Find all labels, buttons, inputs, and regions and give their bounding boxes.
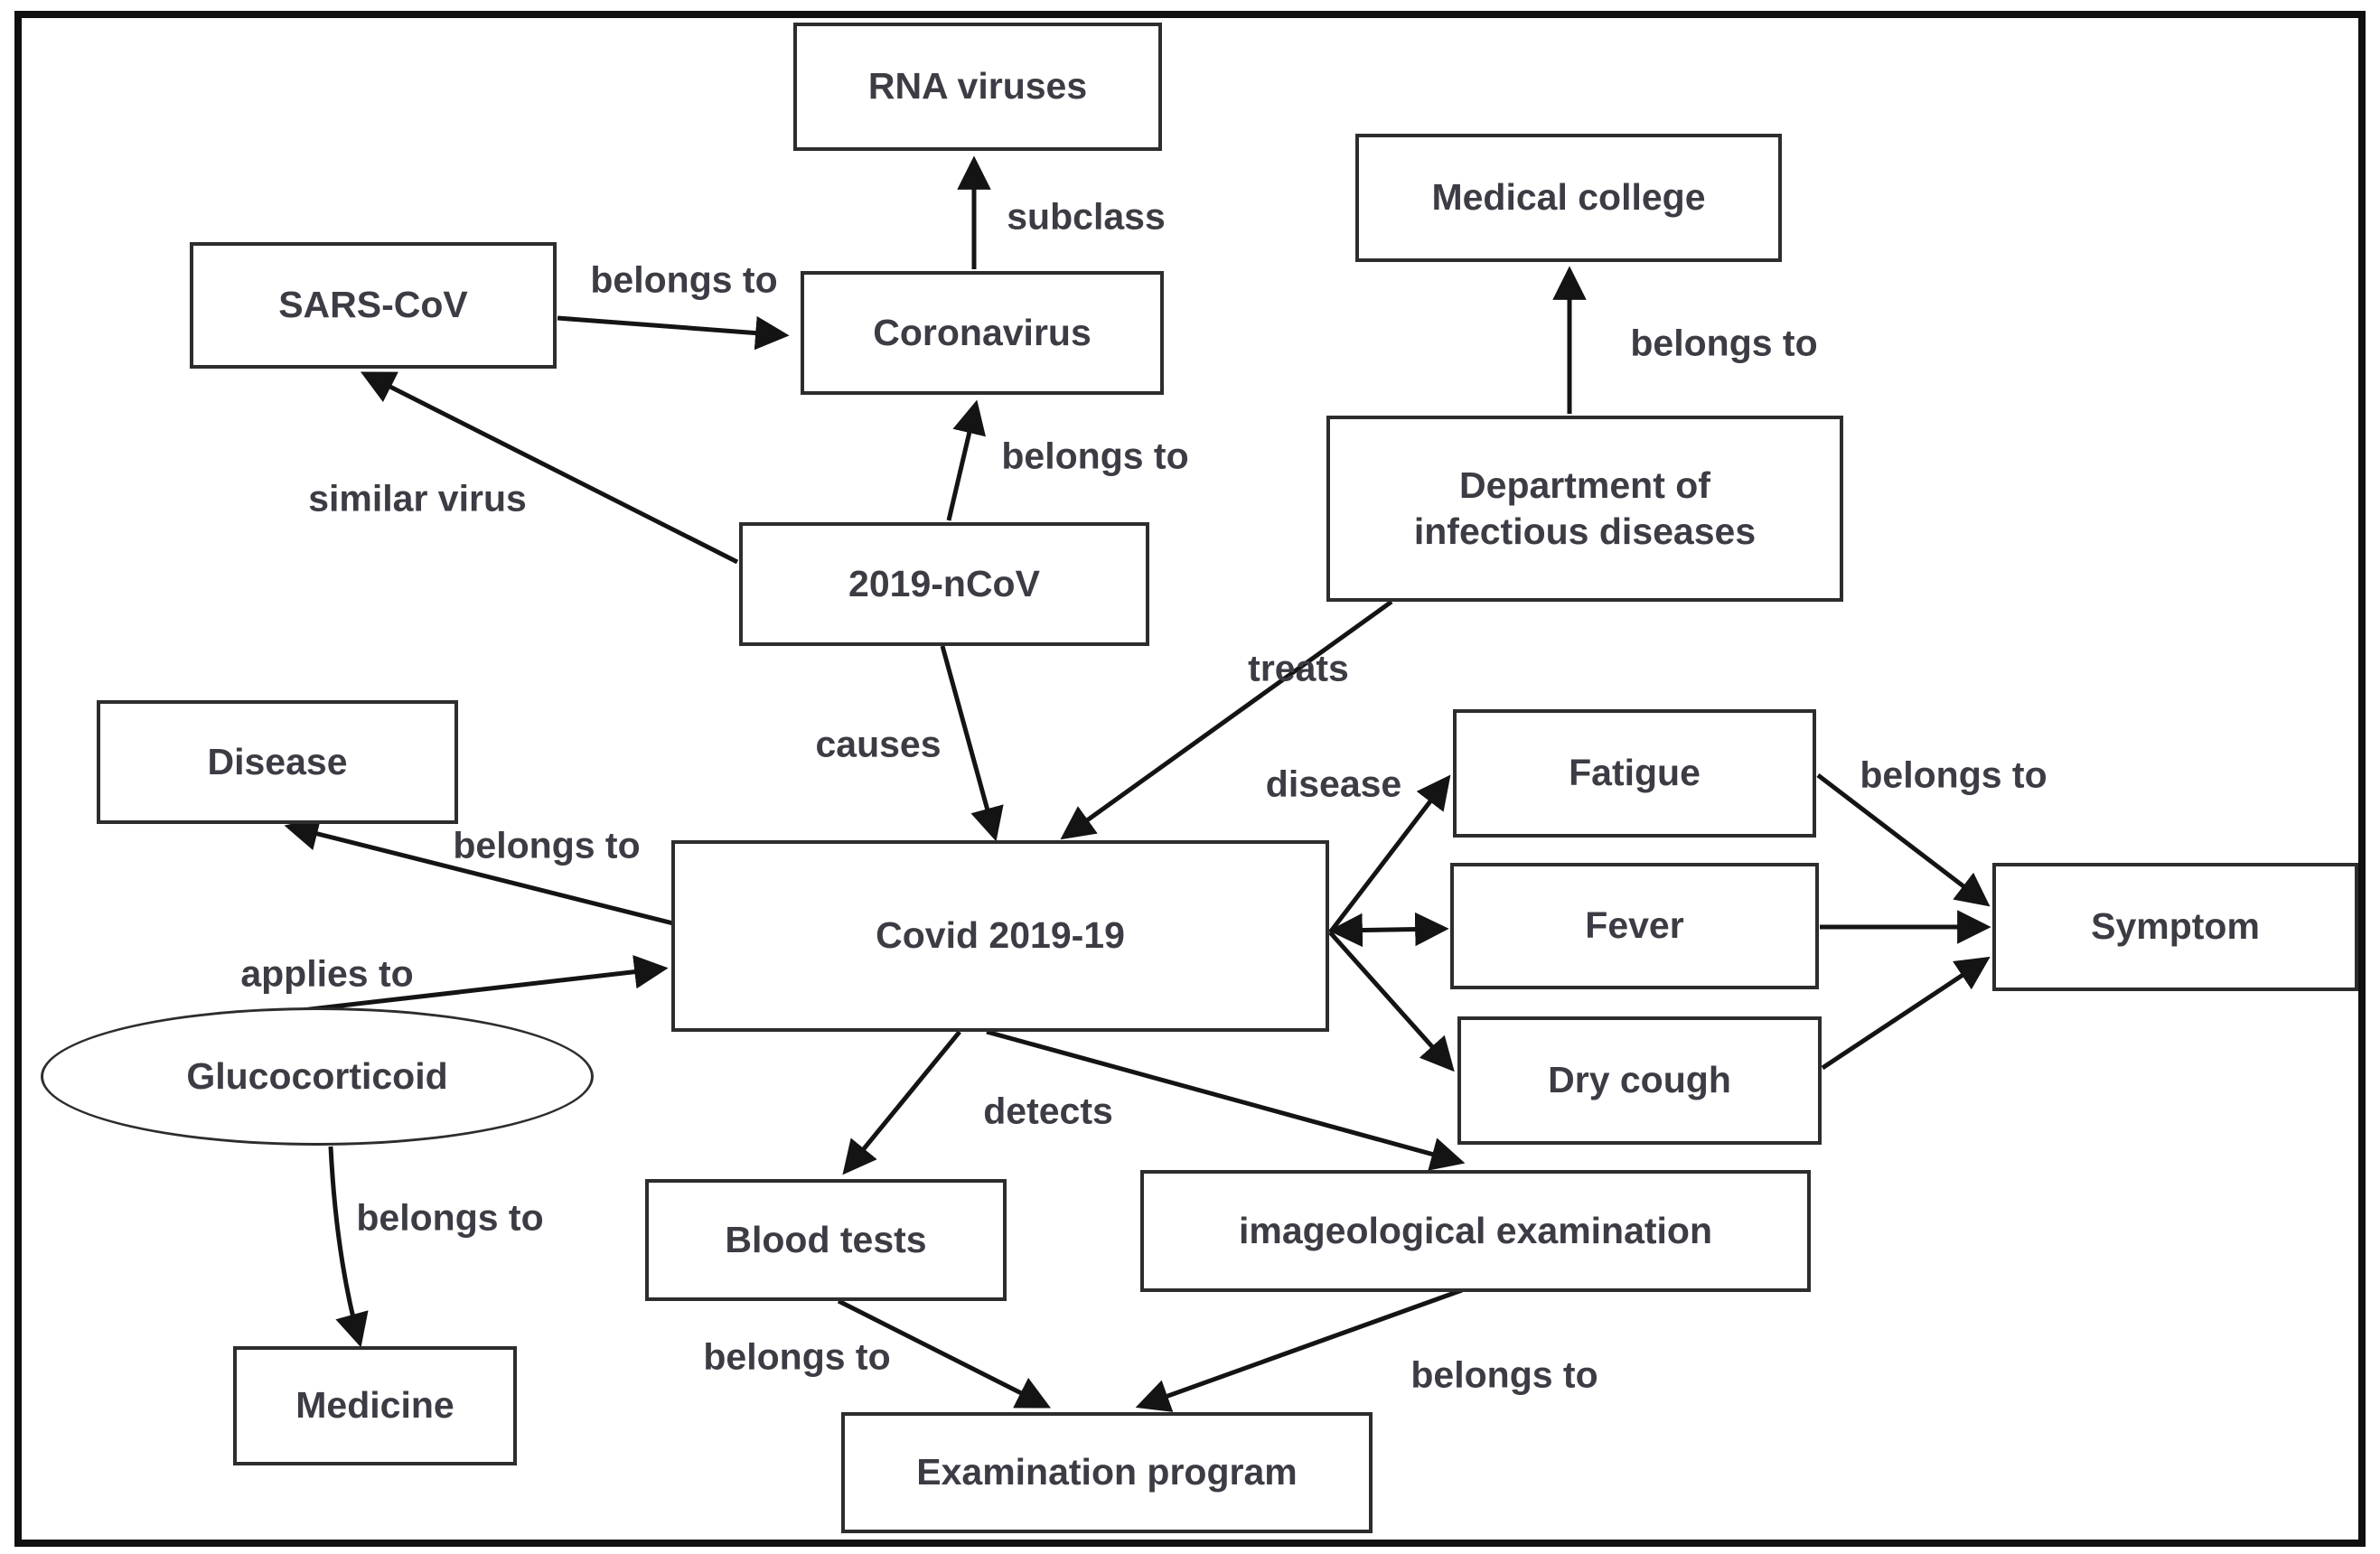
node-label: Medicine bbox=[295, 1384, 454, 1427]
node-2019-ncov: 2019-nCoV bbox=[739, 522, 1149, 646]
edge-label-belongs-to-blood-tests-exam: belongs to bbox=[703, 1335, 891, 1378]
edge-line-covid-to-imageological bbox=[986, 1029, 1466, 1171]
node-fever: Fever bbox=[1450, 863, 1819, 989]
node-label: RNA viruses bbox=[867, 65, 1088, 108]
edge-label-belongs-to-dept-medical-college: belongs to bbox=[1630, 322, 1818, 364]
node-label: Covid 2019-19 bbox=[876, 914, 1125, 957]
edge-line-dry-cough-to-symptom bbox=[1821, 956, 1991, 1071]
edge-label-detects: detects bbox=[983, 1090, 1113, 1132]
edge-label-belongs-to-fatigue-symptom: belongs to bbox=[1860, 754, 2047, 796]
edge-line-covid-to-blood-tests-detects bbox=[842, 1030, 961, 1175]
node-department-infectious-diseases: Department of infectious diseases bbox=[1326, 416, 1843, 602]
edge-label-subclass: subclass bbox=[1007, 195, 1166, 238]
edge-line-ncov-to-coronavirus bbox=[946, 399, 986, 521]
node-label: Glucocorticoid bbox=[186, 1054, 448, 1097]
node-coronavirus: Coronavirus bbox=[801, 271, 1164, 395]
edge-line-covid-to-fever bbox=[1328, 912, 1449, 948]
edge-label-belongs-to-sars-coronavirus: belongs to bbox=[590, 258, 778, 301]
node-medical-college: Medical college bbox=[1355, 134, 1782, 262]
node-disease: Disease bbox=[97, 700, 458, 824]
edge-line-covid-to-dry-cough bbox=[1328, 931, 1455, 1072]
node-covid-2019-19: Covid 2019-19 bbox=[671, 840, 1329, 1032]
node-label: Medical college bbox=[1431, 176, 1706, 219]
node-dry-cough: Dry cough bbox=[1457, 1016, 1822, 1145]
edge-line-covid-to-fatigue bbox=[1328, 774, 1451, 934]
edge-label-causes: causes bbox=[815, 723, 942, 765]
edge-line-dept-to-covid-treats bbox=[1060, 599, 1393, 840]
edge-label-belongs-to-covid-disease: belongs to bbox=[453, 824, 641, 866]
node-label: Dry cough bbox=[1548, 1059, 1731, 1101]
edge-line-glucocorticoid-to-covid-applies-to bbox=[270, 955, 669, 1016]
node-label: Blood tests bbox=[725, 1218, 927, 1260]
edge-label-disease: disease bbox=[1265, 763, 1402, 805]
node-label: Fever bbox=[1585, 904, 1684, 947]
edge-line-sars-to-coronavirus bbox=[557, 315, 790, 351]
edge-line-covid-to-disease bbox=[284, 817, 674, 926]
edge-label-similar-virus: similar virus bbox=[308, 477, 527, 520]
edge-label-belongs-to-ncov-coronavirus: belongs to bbox=[1001, 435, 1189, 477]
node-blood-tests: Blood tests bbox=[645, 1179, 1007, 1301]
node-symptom: Symptom bbox=[1992, 863, 2358, 991]
edge-label-belongs-to-imageological-exam: belongs to bbox=[1410, 1353, 1598, 1396]
edge-line-blood-tests-to-exam-program bbox=[837, 1298, 1052, 1409]
node-label: Disease bbox=[207, 740, 348, 782]
node-label: SARS-CoV bbox=[278, 284, 468, 326]
node-label: imageological examination bbox=[1238, 1209, 1713, 1251]
node-label: Coronavirus bbox=[873, 311, 1092, 353]
edge-label-applies-to: applies to bbox=[240, 952, 414, 995]
node-fatigue: Fatigue bbox=[1453, 709, 1816, 838]
node-label: Department of infectious diseases bbox=[1413, 463, 1757, 552]
edge-line-ncov-to-covid-causes bbox=[940, 645, 1004, 842]
node-sars-cov: SARS-CoV bbox=[190, 242, 557, 369]
edge-label-belongs-to-glucocorticoid-medicine: belongs to bbox=[356, 1196, 544, 1239]
node-glucocorticoid: Glucocorticoid bbox=[41, 1007, 594, 1146]
edge-line-ncov-to-sars-similar-virus bbox=[360, 371, 739, 565]
node-label: Examination program bbox=[916, 1451, 1298, 1493]
edge-line-fatigue-to-symptom bbox=[1816, 773, 1991, 907]
node-label: Symptom bbox=[2091, 905, 2260, 948]
node-medicine: Medicine bbox=[233, 1346, 517, 1465]
node-label: Fatigue bbox=[1569, 752, 1701, 794]
node-imageological-examination: imageological examination bbox=[1140, 1170, 1811, 1292]
node-label: 2019-nCoV bbox=[848, 562, 1040, 604]
edge-line-glucocorticoid-to-medicine bbox=[328, 1146, 369, 1348]
node-examination-program: Examination program bbox=[841, 1412, 1373, 1533]
node-rna-viruses: RNA viruses bbox=[793, 23, 1162, 151]
edge-label-treats: treats bbox=[1248, 647, 1349, 689]
edge-line-imageological-to-exam-program bbox=[1135, 1287, 1463, 1412]
